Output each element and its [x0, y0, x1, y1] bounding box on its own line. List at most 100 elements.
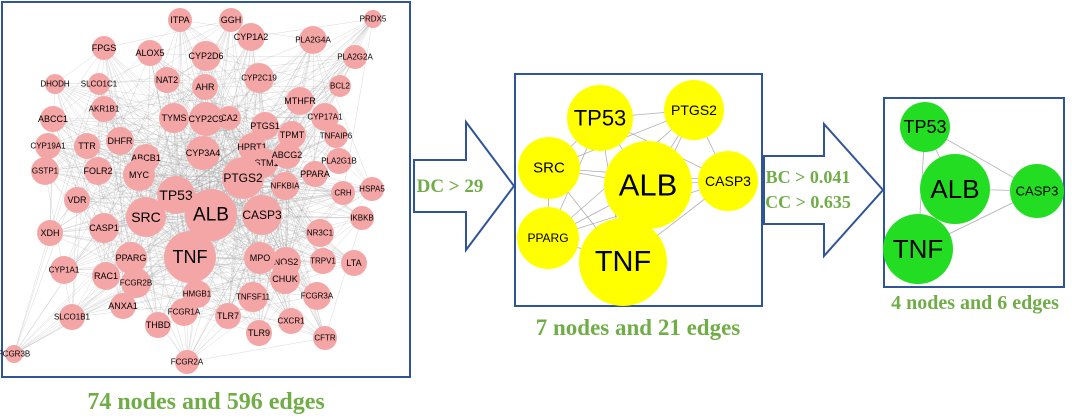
stage1-node-circle: [145, 312, 171, 338]
stage1-node-label: TNF: [173, 247, 208, 267]
stage1-node-ppara: PPARA: [300, 161, 330, 187]
panel-stage1: [1, 1, 411, 378]
stage1-node-cftr: CFTR: [313, 326, 337, 350]
stage1-node-myc: MYC: [123, 159, 155, 191]
stage1-node-label: IKBKB: [350, 214, 374, 223]
stage1-node-lta: LTA: [341, 250, 367, 276]
stage1-node-cyp2c19: CYP2C19: [241, 63, 277, 93]
stage1-node-label: GSTM1: [247, 158, 278, 168]
stage1-node-abcc1: ABCC1: [38, 106, 68, 132]
stage1-edge: [259, 135, 337, 259]
stage1-node-label: PRDX5: [360, 15, 387, 24]
stage1-node-pla2g1b: PLA2G1B: [321, 148, 357, 174]
stage1-node-label: PLA2G4A: [295, 36, 331, 45]
stage2-node-pparg: PPARG: [517, 207, 579, 269]
stage1-node-label: CASP1: [89, 223, 119, 233]
stage1-edge: [259, 173, 316, 259]
stage1-node-label: CYP2C9: [188, 114, 223, 124]
stage2-node-label: TP53: [574, 106, 627, 131]
stage1-node-cyp2d6: CYP2D6: [188, 41, 224, 71]
stage1-node-circle: [271, 172, 299, 200]
stage1-node-label: AHR: [195, 82, 215, 92]
stage2-node-circle: [698, 151, 758, 211]
stage1-node-nat2: NAT2: [154, 67, 180, 93]
stage3-node-alb: ALB: [920, 154, 990, 224]
stage1-node-circle: [326, 148, 352, 174]
stage1-node-circle: [123, 159, 155, 191]
stage1-edge: [97, 117, 175, 172]
stage1-node-circle: [313, 326, 337, 350]
stage1-node-circle: [310, 248, 336, 274]
stage1-node-label: HSPA5: [359, 185, 385, 194]
stage1-node-label: FCGR2B: [120, 279, 152, 288]
stage1-node-label: GGH: [221, 15, 242, 25]
stage1-node-nfkbia: NFKBIA: [271, 172, 301, 200]
stage1-node-circle: [343, 45, 367, 69]
stage1-node-src: SRC: [126, 197, 166, 237]
stage1-node-circle: [164, 231, 216, 283]
stage1-edge: [47, 145, 260, 334]
stage1-edge: [145, 56, 356, 159]
stage1-edge: [145, 19, 232, 159]
stage1-node-circle: [50, 256, 78, 284]
stage1-node-circle: [110, 293, 136, 319]
stage1-edge: [145, 216, 188, 363]
stage1-node-circle: [40, 106, 66, 132]
stage1-node-circle: [303, 282, 331, 310]
stage1-node-alb: ALB: [185, 189, 237, 241]
stage1-edge: [54, 83, 191, 258]
stage1-edge: [103, 19, 232, 110]
stage1-node-mthfr: MTHFR: [284, 87, 316, 115]
stage1-node-circle: [238, 282, 268, 312]
stage2-node-circle: [518, 137, 580, 199]
stage1-node-label: DHFR: [108, 136, 133, 146]
stage2-node-label: CASP3: [705, 173, 751, 189]
stage2-node-circle: [567, 85, 633, 151]
stage3-node-circle: [920, 154, 990, 224]
stage1-node-cyp1a2: CYP1A2: [234, 23, 268, 51]
stage1-edge: [210, 214, 326, 339]
stage1-node-circle: [115, 242, 147, 274]
stage1-node-casp3: CASP3: [242, 195, 282, 235]
stage1-node-label: PTGS2: [223, 171, 263, 185]
stage1-node-circle: [311, 103, 339, 131]
stage1-node-label: FCGR2A: [171, 358, 204, 367]
stage1-node-circle: [59, 304, 85, 330]
stage3-node-casp3: CASP3: [1010, 164, 1064, 218]
stage1-node-circle: [84, 157, 112, 185]
caption-stage2: 7 nodes and 21 edges: [536, 315, 741, 340]
stage1-node-circle: [189, 102, 223, 136]
arrow-dc-filter: [413, 119, 516, 253]
stage1-node-cyp17a1: CYP17A1: [307, 103, 343, 131]
stage1-node-circle: [185, 189, 237, 241]
stage2-node-casp3: CASP3: [698, 151, 758, 211]
stage1-node-label: NFKBIA: [271, 182, 301, 191]
stage1-node-label: ALOX5: [135, 48, 164, 58]
stage2-node-tnf: TNF: [579, 218, 667, 306]
stage1-node-circle: [186, 136, 220, 170]
stage1-node-label: CXCR1: [277, 317, 305, 326]
stage1-node-circle: [341, 250, 367, 276]
stage1-node-label: HPRT1: [237, 142, 266, 152]
stage1-node-label: CYP2C19: [241, 74, 277, 83]
stage1-node-circle: [360, 177, 384, 201]
stage1-node-label: FCGR3A: [301, 292, 334, 301]
stage1-edge: [145, 157, 263, 216]
arrow2-label-line2: CC > 0.635: [765, 192, 851, 212]
stage1-edge: [103, 19, 181, 229]
stage1-node-label: NAT2: [156, 75, 178, 85]
stage1-node-label: PLA2G2A: [337, 53, 373, 62]
stage1-edge: [54, 83, 147, 218]
stage1-edge: [186, 337, 326, 363]
stage2-node-alb: ALB: [604, 141, 692, 229]
stage1-edge: [71, 199, 78, 318]
stage1-node-fpgs: FPGS: [92, 36, 116, 60]
stage1-node-fcgr1a: FCGR1A: [168, 298, 201, 326]
stage1-edge: [103, 19, 232, 49]
stage1-node-label: PTGS1: [250, 121, 280, 131]
stage1-node-tyms: TYMS: [159, 103, 189, 133]
stage1-node-thbd: THBD: [145, 312, 171, 338]
stage1-node-anxa1: ANXA1: [108, 293, 138, 319]
stage1-node-circle: [170, 298, 198, 326]
stage1-node-circle: [137, 40, 163, 66]
